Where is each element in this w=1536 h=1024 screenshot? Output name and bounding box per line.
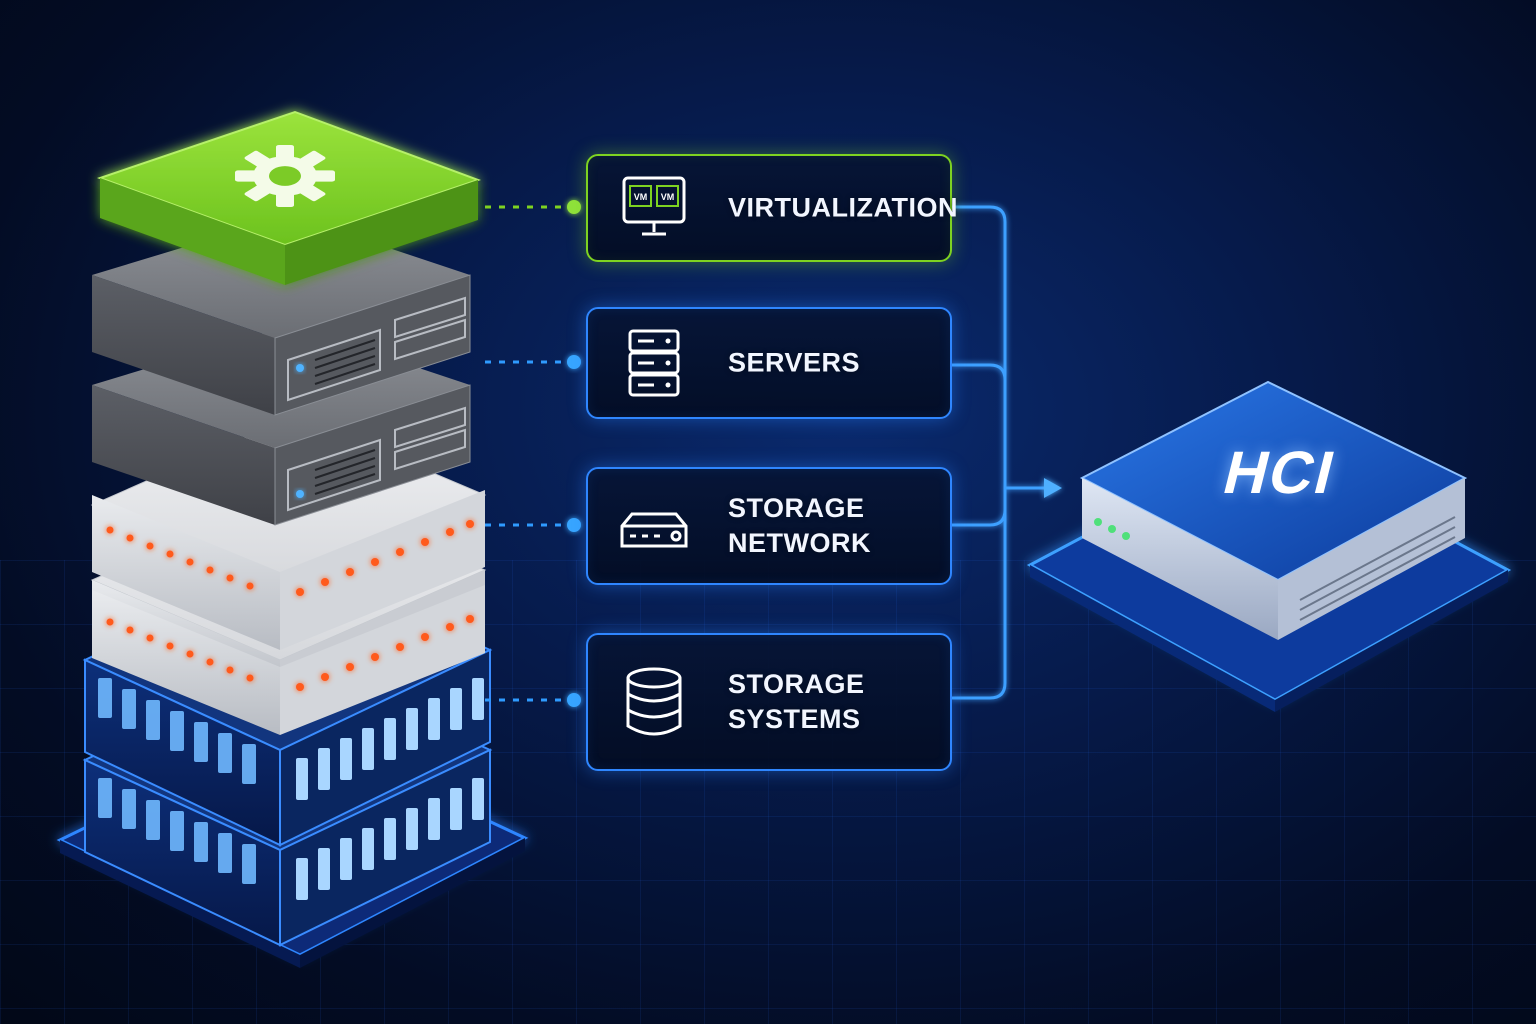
label-line-2: NETWORK [728,528,871,558]
feature-label-virtualization: VIRTUALIZATION [728,191,958,226]
feature-label-storage-systems: STORAGE SYSTEMS [728,667,940,737]
vm-label-1: VM [634,192,648,202]
label-line-1: VIRTUALIZATION [728,192,958,223]
hci-label: HCI [1216,439,1344,506]
feature-label-servers: SERVERS [728,346,940,381]
label-line-1: STORAGE [728,669,865,699]
bracket-connector [952,205,1048,700]
vm-label-2: VM [661,192,675,202]
feature-box-storage-systems: STORAGE SYSTEMS [586,633,952,771]
switch-fronts [92,490,485,735]
label-line-1: SERVERS [728,347,861,378]
database-icon [626,667,682,736]
feature-label-storage-network: STORAGE NETWORK [728,491,940,561]
feature-box-virtualization: VM VM VIRTUALIZATION [586,154,958,262]
label-line-2: SYSTEMS [728,704,861,734]
arrow-to-hci-icon [1044,478,1062,498]
dotted-connectors [485,200,581,707]
server-stack-icon [628,329,680,397]
feature-box-storage-network: STORAGE NETWORK [586,467,952,585]
vm-monitor-icon: VM VM [622,176,686,236]
hci-appliance [1079,380,1468,640]
gear-icon [235,145,335,207]
network-switch-icon [620,512,688,548]
label-line-1: STORAGE [728,493,865,523]
feature-box-servers: SERVERS [586,307,952,419]
